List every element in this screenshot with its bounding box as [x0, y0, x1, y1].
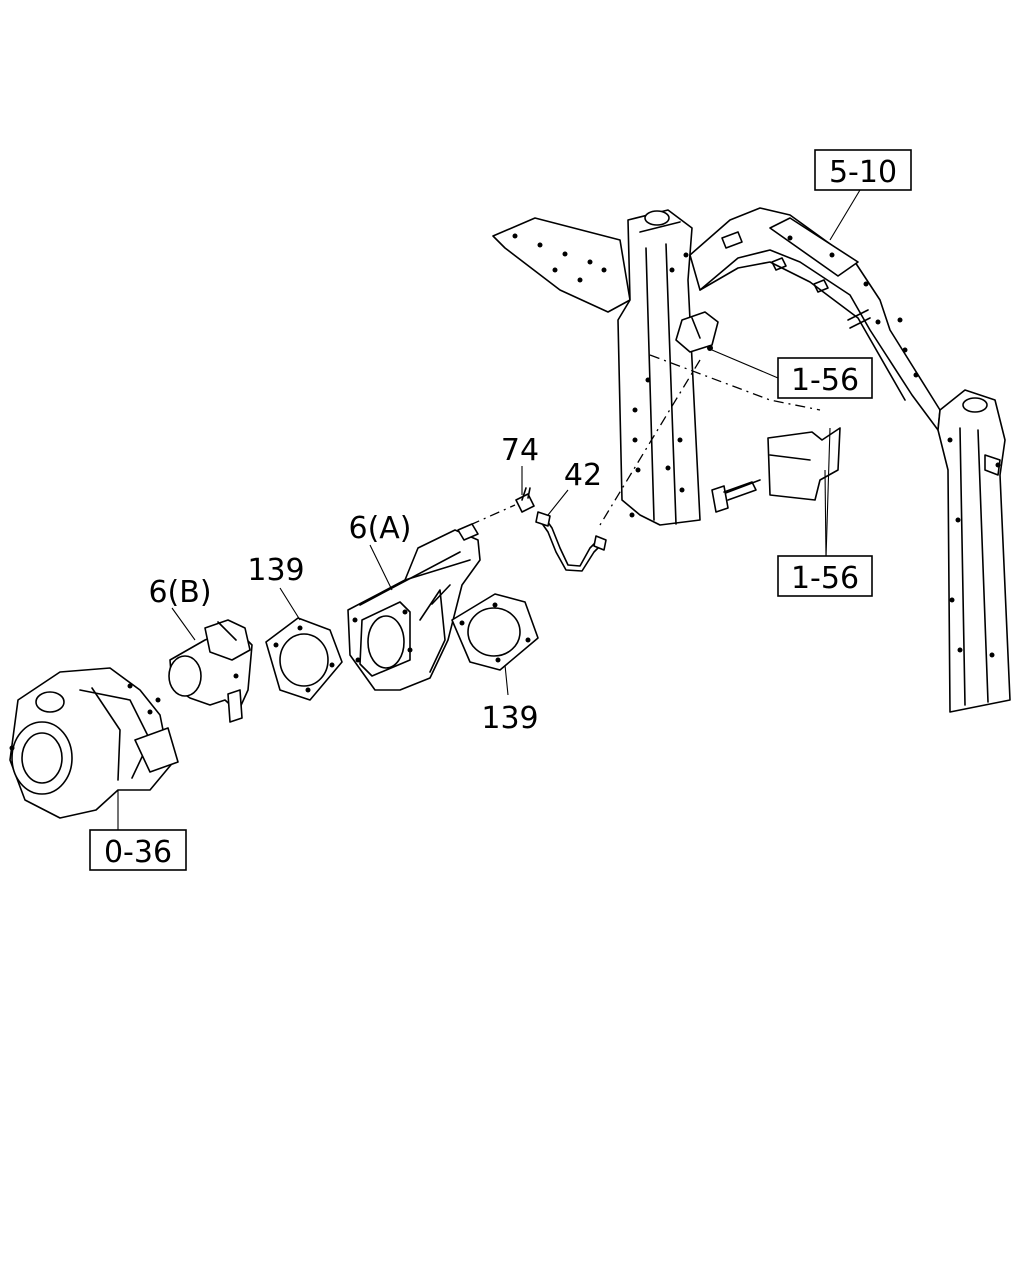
- turbocharger: [9, 667, 179, 819]
- projection-lines: [469, 354, 821, 526]
- ref-box-1-56-top: 1-56: [777, 357, 873, 399]
- label-part-6b: 6(B): [148, 575, 211, 610]
- exhaust-brake-valve-6a: [347, 523, 481, 691]
- gasket-139-right: [451, 593, 539, 671]
- frame-assembly: [492, 207, 1011, 713]
- label-part-139-left: 139: [247, 553, 304, 588]
- label-part-42: 42: [564, 458, 602, 493]
- wire-harness-42: [535, 511, 607, 572]
- ref-box-5-10: 5-10: [814, 149, 912, 191]
- leader-lines: [117, 189, 861, 830]
- svg-text:5-10: 5-10: [829, 155, 897, 190]
- svg-text:1-56: 1-56: [791, 363, 859, 398]
- label-part-6a: 6(A): [348, 511, 411, 546]
- label-part-139-right: 139: [481, 701, 538, 736]
- svg-text:0-36: 0-36: [104, 835, 172, 870]
- sensor-74: [515, 487, 535, 513]
- exhaust-valve-6b: [168, 619, 253, 723]
- label-part-74: 74: [501, 433, 539, 468]
- gasket-139-left: [265, 617, 343, 701]
- ref-box-0-36: 0-36: [89, 829, 187, 871]
- ref-box-1-56-bottom: 1-56: [777, 555, 873, 597]
- svg-text:1-56: 1-56: [791, 561, 859, 596]
